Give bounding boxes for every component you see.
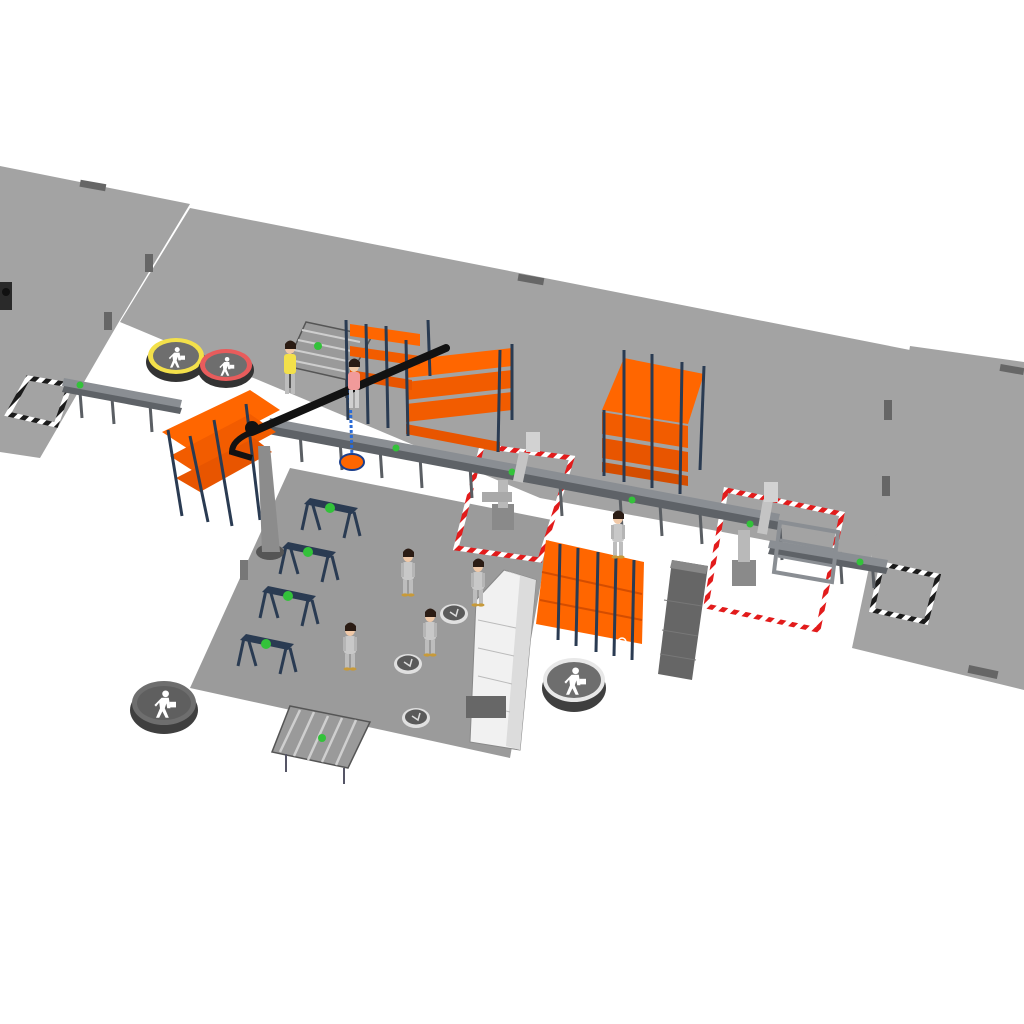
floor-tab [967, 664, 999, 680]
floor-slab-main [120, 208, 910, 560]
chevron-arrow-icon [440, 604, 468, 624]
roller-cart-bottom[interactable] [270, 705, 372, 784]
zone-marker-gray-right[interactable] [542, 658, 606, 712]
floor-tab [884, 400, 892, 420]
floor-tab [145, 254, 153, 272]
storage-cabinet-white[interactable] [466, 569, 537, 751]
work-floor [190, 468, 552, 758]
orange-rack-bottom[interactable] [536, 540, 644, 661]
floor-tab [104, 312, 112, 330]
robot-safety-zone-2 [703, 487, 845, 633]
hazard-zone-right-end [869, 561, 942, 625]
worker-pink[interactable] [348, 358, 360, 409]
orange-rack-right[interactable] [602, 350, 706, 495]
zone-marker-yellow[interactable] [146, 338, 206, 382]
chevron-arrow-icon [394, 654, 422, 674]
storage-cabinet-gray[interactable] [658, 560, 708, 680]
hazard-zone-left-end [4, 375, 74, 428]
floor-tab [79, 179, 107, 192]
floor-tab [882, 476, 890, 496]
machine-edge-left[interactable] [0, 282, 12, 310]
robot-safety-zone-1 [452, 443, 576, 563]
zone-marker-gray-left[interactable] [130, 681, 198, 734]
worker[interactable] [611, 510, 625, 559]
fixture-frame-right[interactable] [771, 519, 841, 585]
floor-tab [999, 363, 1024, 376]
worker-yellow[interactable] [284, 340, 296, 395]
orange-rack-center[interactable] [344, 319, 514, 453]
workers[interactable] [284, 340, 625, 671]
robot-arm-2[interactable] [732, 482, 778, 586]
floor-tab [517, 273, 545, 286]
chevron-arrow-icon [402, 708, 430, 728]
floor-slabs [0, 166, 1024, 758]
jib-crane[interactable] [228, 344, 450, 560]
robot-arm-1[interactable] [482, 432, 540, 530]
zone-marker-red[interactable] [198, 349, 254, 388]
floor-slab-right [852, 346, 1024, 690]
floor-slab-left [0, 166, 190, 458]
floor-tab [240, 560, 248, 580]
